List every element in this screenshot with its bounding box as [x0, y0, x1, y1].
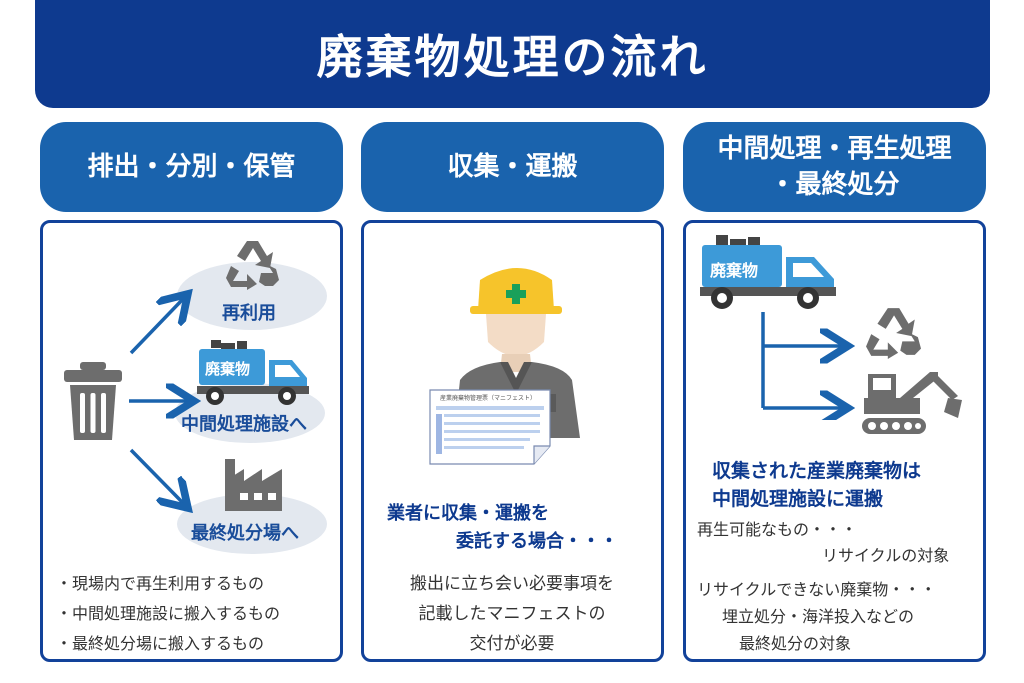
note-recyclable-target: リサイクルの対象 — [822, 546, 950, 565]
truck-label: 廃棄物 — [710, 261, 759, 280]
manifest-title: 産業廃棄物管理票（マニフェスト） — [440, 395, 537, 402]
title-banner: 廃棄物処理の流れ — [35, 0, 990, 108]
reuse-ellipse — [177, 262, 327, 330]
truck-icon — [700, 235, 836, 309]
note-nonrecyclable-target: 最終処分の対象 — [739, 634, 852, 653]
flow-arrows — [129, 285, 205, 515]
bullet-item: ・現場内で再生利用するもの — [56, 574, 265, 593]
note-nonrecyclable: リサイクルできない廃棄物・・・ — [697, 580, 937, 599]
excavator-icon — [862, 372, 962, 434]
note-nonrecyclable-methods: 埋立処分・海洋投入などの — [722, 607, 915, 626]
dest-intermediate: 中間処理施設へ — [181, 414, 307, 435]
note-recyclable: 再生可能なもの・・・ — [697, 520, 858, 539]
column-header-label: 収集・運搬 — [447, 152, 578, 182]
factory-icon — [225, 459, 282, 511]
bullet-item: ・中間処理施設に搬入するもの — [56, 604, 281, 623]
transport-text-3: 交付が必要 — [469, 634, 555, 654]
column-header-line-2: ・最終処分 — [769, 170, 900, 200]
truck-label: 廃棄物 — [205, 360, 251, 378]
column-header-label: 排出・分別・保管 — [87, 152, 296, 182]
recycle-icon — [226, 241, 279, 290]
transport-text-1: 搬出に立ち会い必要事項を — [410, 574, 614, 594]
bullet-item: ・最終処分場に搬入するもの — [56, 634, 265, 653]
column-header-transport: 収集・運搬 — [361, 122, 664, 212]
transport-highlight-1: 業者に収集・運搬を — [387, 503, 549, 524]
column-header-discharge: 排出・分別・保管 — [40, 122, 343, 212]
processing-highlight-1: 収集された産業廃棄物は — [712, 460, 922, 482]
column-header-processing: 中間処理・再生処理 ・最終処分 — [683, 122, 986, 212]
dest-final: 最終処分場へ — [191, 523, 299, 544]
transport-highlight-2: 委託する場合・・・ — [456, 531, 618, 552]
manifest-document-icon — [429, 389, 551, 465]
column-header-line-1: 中間処理・再生処理 — [717, 134, 952, 164]
transport-text-2: 記載したマニフェストの — [418, 604, 606, 624]
trash-can-icon — [64, 362, 122, 440]
processing-highlight-2: 中間処理施設に運搬 — [712, 488, 884, 510]
truck-icon — [197, 340, 309, 405]
processing-arrows — [761, 312, 855, 420]
page-title: 廃棄物処理の流れ — [316, 30, 709, 84]
recycle-icon — [866, 308, 921, 359]
dest-reuse: 再利用 — [222, 303, 276, 324]
